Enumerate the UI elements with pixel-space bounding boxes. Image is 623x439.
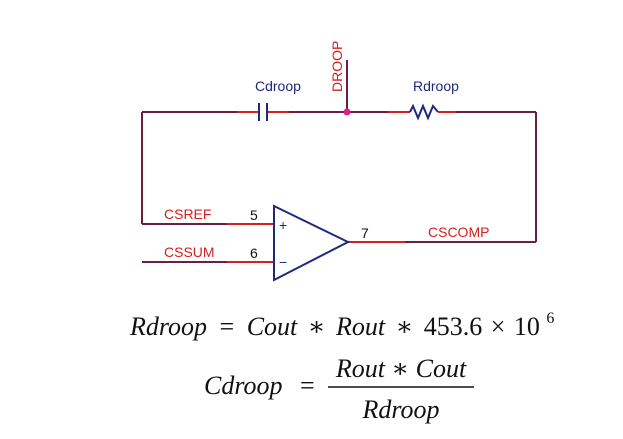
pin-7-label: 7: [361, 225, 369, 241]
pin-stubs: [227, 111, 456, 263]
opamp-symbol: [273, 204, 351, 282]
eq1-coefficient: 453.6: [424, 312, 483, 341]
opamp-minus-sign: −: [279, 254, 287, 270]
eq2-lhs: Cdroop: [204, 371, 283, 400]
eq1-times2: ∗: [396, 312, 414, 341]
net-label-cssum: CSSUM: [164, 244, 215, 260]
capacitor-symbol: [258, 103, 268, 121]
eq1-cross: ×: [491, 312, 506, 341]
net-label-droop: DROOP: [329, 41, 345, 92]
capacitor-label: Cdroop: [255, 78, 301, 94]
eq1-lhs: Rdroop: [129, 312, 207, 341]
resistor-symbol: [409, 103, 439, 121]
junction-dot: [343, 108, 351, 116]
wires: [141, 60, 537, 263]
net-label-cscomp: CSCOMP: [428, 224, 489, 240]
equation-cdroop: Cdroop = Rout ∗ Cout Rdroop: [204, 354, 474, 424]
eq1-equals: =: [220, 312, 235, 341]
pin-5-label: 5: [250, 207, 258, 223]
eq1-times1: ∗: [308, 312, 326, 341]
eq2-denominator: Rdroop: [361, 395, 439, 424]
pin-6-label: 6: [250, 245, 258, 261]
svg-text:Rdroop = Cout: Rdroop = Cout ∗ Rout ∗ 453.6 × 10 6: [129, 310, 554, 341]
eq2-equals: =: [300, 371, 315, 400]
eq2-numerator: Rout ∗ Cout: [335, 354, 467, 383]
eq1-base: 10: [514, 312, 540, 341]
net-label-csref: CSREF: [164, 206, 211, 222]
opamp-plus-sign: +: [279, 217, 287, 233]
equation-rdroop: Rdroop = Cout ∗ Rout ∗ 453.6 × 10 6: [129, 310, 554, 341]
resistor-label: Rdroop: [413, 78, 459, 94]
eq1-term2: Rout: [335, 312, 386, 341]
eq1-term1: Cout: [247, 312, 298, 341]
eq1-exponent: 6: [546, 310, 554, 327]
